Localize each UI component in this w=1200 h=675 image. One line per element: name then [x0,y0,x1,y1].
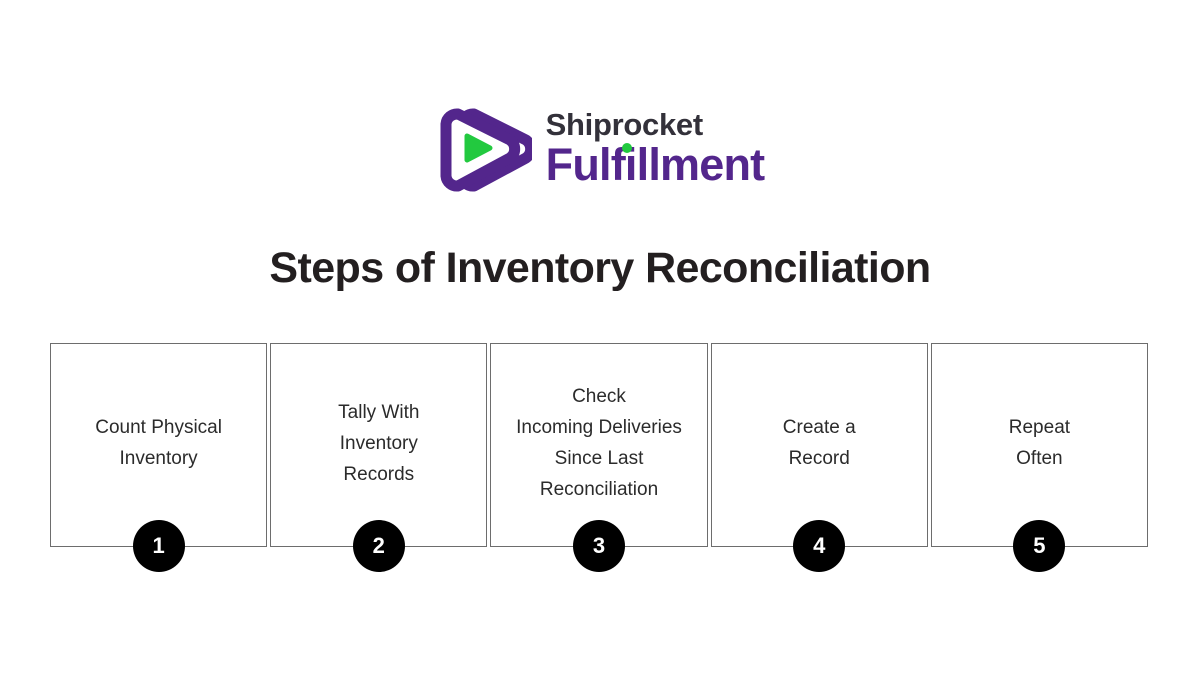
step-label-2: Tally With Inventory Records [338,401,420,485]
brand-name-fulfillment-text: Fulfillment [545,139,765,190]
brand-wordmark: Shiprocket Fulfillment [546,109,765,187]
green-dot-icon [621,143,632,153]
step-label-4: Create a Record [782,417,856,469]
brand-logo: Shiprocket Fulfillment [0,98,1200,198]
step-number-badge-2: 2 [352,520,405,572]
shiprocket-play-triangle-logo-icon [440,108,532,192]
step-number-badge-3: 3 [573,520,625,572]
step-box-3: Check Incoming Deliveries Since Last Rec… [490,343,708,572]
page-title: Steps of Inventory Reconciliation [269,244,931,292]
step-box-4: Create a Record 4 [710,343,928,572]
steps-row: Count Physical Inventory 1 Tally With In… [50,343,1149,572]
brand-logo-inner: Shiprocket Fulfillment [436,98,765,198]
step-label-1: Count Physical Inventory [95,417,222,469]
step-number-badge-4: 4 [793,520,846,572]
brand-name-fulfillment: Fulfillment [546,142,765,187]
step-box-5: Repeat Often 5 [930,343,1149,572]
step-number-badge-5: 5 [1013,520,1066,572]
step-label-3: Check Incoming Deliveries Since Last Rec… [516,386,682,500]
step-number-badge-1: 1 [132,520,185,572]
step-label-5: Repeat Often [1008,417,1071,469]
step-box-2: Tally With Inventory Records 2 [270,343,488,572]
step-box-1: Count Physical Inventory 1 [50,343,268,572]
brand-name-shiprocket: Shiprocket [545,107,704,142]
